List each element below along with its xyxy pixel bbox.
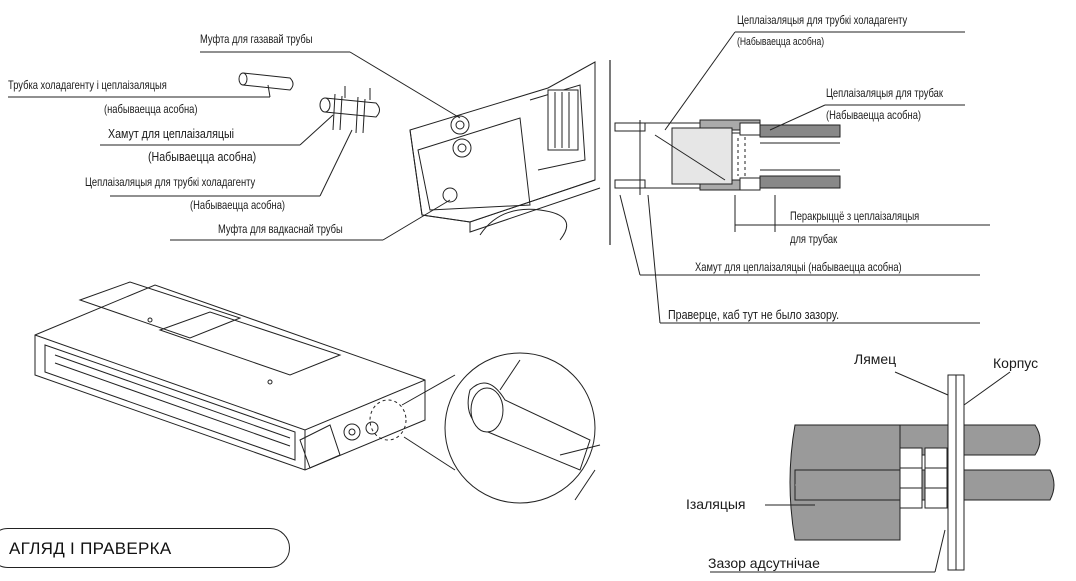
label-casing: Корпус — [993, 355, 1039, 371]
label-liquid-pipe-coupling: Муфта для вадкаснай трубы — [218, 222, 343, 236]
label-detail-refrigerant-insulation: Цеплаізаляцыя для трубкі холадагенту — [737, 13, 908, 27]
exploded-pipe-tube — [238, 72, 294, 91]
flange-detail — [710, 371, 1055, 573]
label-pipe-insulation-note: (Набываецца асобна) — [826, 108, 922, 122]
section-heading: АГЛЯД І ПРАВЕРКА — [9, 539, 172, 558]
label-pipe-and-insulation-note: (набываецца асобна) — [104, 102, 198, 116]
label-insulation-clamp-note: (Набываецца асобна) — [148, 149, 257, 164]
label-overlap: Перакрыццё з цеплаізаляцыя — [790, 209, 920, 223]
zoom-circle — [444, 352, 601, 504]
leader-lines-left — [8, 51, 461, 241]
label-overlap-note: для трубак — [790, 232, 838, 246]
label-detail-clamp: Хамут для цеплаізаляцыі (набываецца асоб… — [695, 260, 902, 274]
label-insulation-clamp: Хамут для цеплаізаляцыі — [108, 126, 234, 141]
label-pipe-insulation: Цеплаізаляцыя для трубак — [826, 86, 943, 100]
label-detail-refrigerant-insulation-note: (Набываецца асобна) — [737, 36, 825, 48]
exploded-insulation-clamp — [319, 86, 380, 134]
pipe-section-detail — [614, 119, 990, 232]
section-heading-box: АГЛЯД І ПРАВЕРКА — [0, 528, 290, 568]
ducted-unit — [34, 281, 456, 471]
label-check-gap: Праверце, каб тут не было зазору. — [668, 307, 840, 322]
unit-corner-view — [409, 61, 601, 241]
label-pipe-and-insulation: Трубка холадагенту і цеплаізаляцыя — [8, 78, 167, 92]
label-refrigerant-insulation: Цеплаізаляцыя для трубкі холадагенту — [85, 175, 256, 189]
label-refrigerant-insulation-note: (Набываецца асобна) — [190, 198, 286, 212]
label-no-gap: Зазор адсутнічае — [708, 555, 820, 571]
label-gas-pipe-coupling: Муфта для газавай трубы — [200, 32, 313, 46]
leader-lines-right — [619, 31, 980, 324]
label-insulation: Ізаляцыя — [686, 496, 746, 512]
label-flange: Лямец — [854, 351, 897, 367]
